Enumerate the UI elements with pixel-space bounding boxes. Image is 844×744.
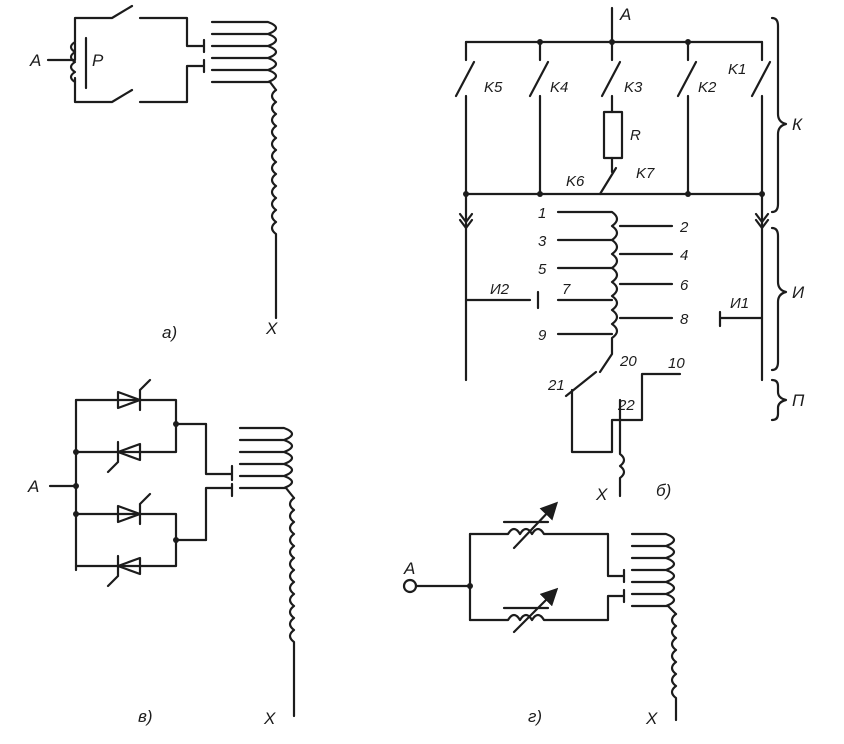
tap-label-9: 9 bbox=[538, 327, 547, 344]
label-k4: K4 bbox=[550, 79, 568, 96]
label-v-terminal-x: X bbox=[263, 709, 276, 728]
tap-label-1: 1 bbox=[538, 205, 546, 222]
diagram-a: A P X а) bbox=[29, 4, 278, 342]
diagram-g: A X г) bbox=[402, 508, 678, 728]
tap-label-21: 21 bbox=[547, 377, 565, 394]
tap-label-22: 22 bbox=[617, 397, 635, 414]
label-k3: K3 bbox=[624, 79, 643, 96]
taps-even bbox=[618, 224, 674, 320]
thyristor-4-icon bbox=[106, 554, 142, 588]
chevron-left-icon bbox=[458, 212, 474, 230]
reactor-1-adjust-icon bbox=[502, 508, 552, 550]
diagram-v: A X в) bbox=[27, 378, 296, 728]
regulating-winding-v bbox=[288, 496, 296, 718]
label-group-i: И bbox=[792, 283, 805, 302]
tap-label-6: 6 bbox=[680, 277, 689, 294]
reactor-bus-left bbox=[414, 532, 472, 622]
caption-v: в) bbox=[138, 707, 153, 726]
regulating-winding bbox=[270, 88, 278, 320]
caption-a: а) bbox=[162, 323, 177, 342]
label-v-terminal-a: A bbox=[27, 477, 39, 496]
label-g-terminal-a: A bbox=[403, 559, 415, 578]
caption-b: б) bbox=[656, 481, 671, 500]
regulating-winding-g bbox=[670, 612, 678, 722]
label-group-p: П bbox=[792, 391, 805, 410]
taps-odd bbox=[556, 238, 614, 336]
tap-winding-v bbox=[238, 426, 296, 500]
caption-g: г) bbox=[528, 707, 542, 726]
selector-i2 bbox=[464, 290, 540, 310]
brace-k bbox=[770, 16, 788, 214]
diagram-b: A K5 K4 K3 K2 K1 R K6 K7 1 3 5 7 9 2 4 6… bbox=[454, 5, 805, 504]
label-terminal-a: A bbox=[29, 51, 41, 70]
relay-contact-bottom bbox=[73, 64, 206, 104]
label-relay-p: P bbox=[92, 51, 104, 70]
label-k7: K7 bbox=[636, 165, 655, 182]
tap-label-5: 5 bbox=[538, 261, 547, 278]
selector-i1 bbox=[718, 310, 764, 328]
label-k2: K2 bbox=[698, 79, 717, 96]
switch-k6-link bbox=[598, 156, 618, 196]
tap-winding-b bbox=[556, 210, 619, 374]
label-i2: И2 bbox=[490, 281, 510, 298]
tap-label-2: 2 bbox=[679, 219, 689, 236]
tap-label-20: 20 bbox=[619, 353, 637, 370]
coarse-winding bbox=[618, 398, 626, 498]
switch-k3 bbox=[600, 40, 622, 114]
label-group-k: К bbox=[792, 115, 803, 134]
label-k5: K5 bbox=[484, 79, 503, 96]
resistor-r bbox=[602, 110, 624, 160]
label-i1: И1 bbox=[730, 295, 749, 312]
label-r: R bbox=[630, 127, 641, 144]
relay-contact-top bbox=[73, 4, 206, 48]
label-k6: K6 bbox=[566, 173, 585, 190]
tap-label-4: 4 bbox=[680, 247, 688, 264]
thyristor-bus-left bbox=[48, 398, 78, 572]
switch-k5 bbox=[454, 40, 476, 382]
label-terminal-x: X bbox=[265, 319, 278, 338]
reversing-switch bbox=[564, 370, 682, 454]
thyristor-2-icon bbox=[106, 440, 142, 474]
brace-p bbox=[770, 378, 788, 422]
label-b-terminal-a: A bbox=[619, 5, 631, 24]
relay-coil-icon bbox=[69, 40, 77, 84]
switch-k4 bbox=[528, 40, 550, 196]
tap-label-8: 8 bbox=[680, 311, 689, 328]
thyristor-3-icon bbox=[116, 492, 152, 526]
reactor-2-wiring bbox=[468, 594, 626, 622]
thyristor-1-icon bbox=[116, 378, 152, 412]
tap-winding-g bbox=[630, 532, 678, 616]
brace-i bbox=[770, 226, 788, 372]
label-k1: K1 bbox=[728, 61, 746, 78]
tap-label-10: 10 bbox=[668, 355, 685, 372]
reactor-2-adjust-icon bbox=[502, 594, 552, 634]
tap-label-7: 7 bbox=[562, 281, 571, 298]
reactor-1-wiring bbox=[468, 527, 626, 578]
tap-label-3: 3 bbox=[538, 233, 547, 250]
label-g-terminal-x: X bbox=[645, 709, 658, 728]
top-bus bbox=[464, 6, 764, 44]
middle-bus-dots bbox=[463, 191, 765, 197]
terminal-circle bbox=[402, 578, 418, 594]
label-b-terminal-x: X bbox=[595, 485, 608, 504]
chevron-right-icon bbox=[754, 212, 770, 230]
switch-k2 bbox=[676, 40, 698, 196]
tap-winding bbox=[210, 20, 278, 92]
thyristor-to-taps bbox=[204, 422, 234, 542]
switch-k1 bbox=[750, 40, 772, 382]
